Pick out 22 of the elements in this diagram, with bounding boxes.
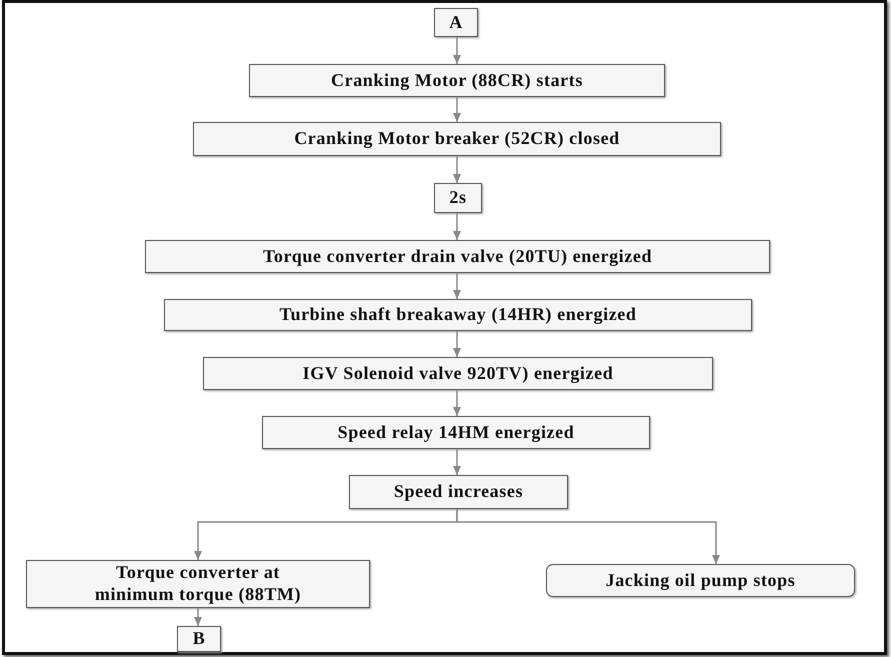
arrow (453, 156, 461, 183)
process-box: 2s (434, 183, 482, 213)
arrow (453, 213, 461, 240)
terminal-box: Jacking oil pump stops (546, 564, 855, 597)
process-box: Cranking Motor (88CR) starts (249, 64, 665, 97)
process-box: Turbine shaft breakaway (14HR) energized (164, 299, 752, 331)
process-box: IGV Solenoid valve 920TV) energized (203, 357, 713, 390)
arrow (453, 449, 461, 475)
process-box: B (177, 626, 221, 652)
arrow (453, 273, 461, 299)
arrow (453, 37, 461, 64)
arrow (453, 390, 461, 416)
arrow (453, 97, 461, 122)
arrow (194, 608, 202, 626)
process-box: Speed relay 14HM energized (262, 416, 650, 449)
process-box: Speed increases (349, 475, 568, 509)
process-box: A (434, 8, 478, 37)
process-box: Cranking Motor breaker (52CR) closed (193, 122, 721, 156)
process-box: Torque converter at minimum torque (88TM) (26, 560, 370, 608)
arrow (456, 509, 720, 564)
arrow (453, 331, 461, 357)
process-box: Torque converter drain valve (20TU) energized (145, 240, 770, 273)
